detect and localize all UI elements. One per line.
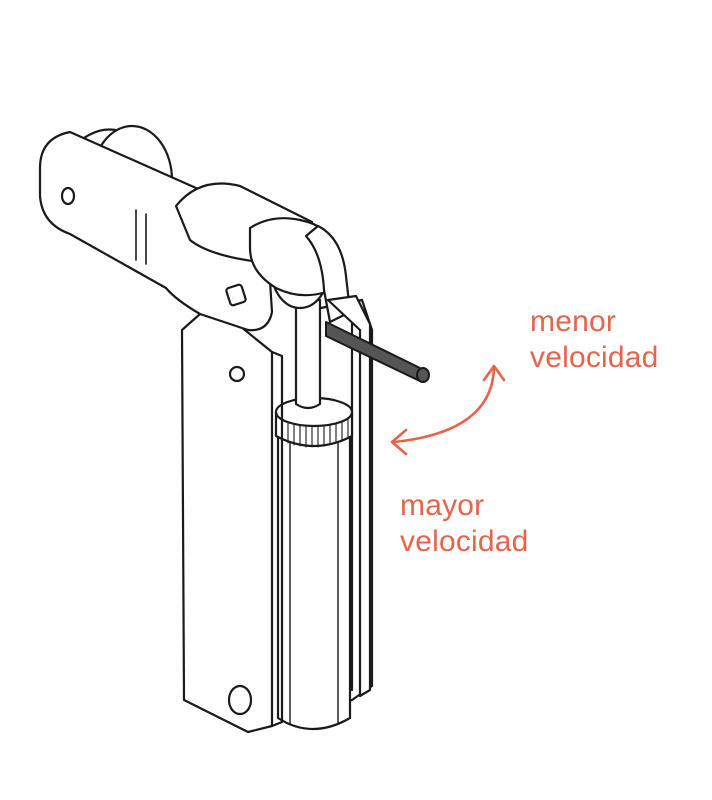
bracket-plate	[326, 294, 372, 698]
lever-square-hole	[225, 283, 247, 307]
plate-hole-bottom	[227, 684, 253, 716]
main-plate-side	[270, 350, 284, 728]
cylinder-body	[276, 428, 352, 730]
plate-hole-top	[228, 365, 246, 383]
slower-speed-label: menor velocidad	[530, 304, 659, 376]
cylinder-shade	[289, 435, 339, 725]
faster-speed-line1: mayor	[400, 489, 485, 522]
slower-speed-line1: menor	[530, 305, 617, 338]
slower-speed-line2: velocidad	[530, 341, 659, 374]
valve-stem	[294, 298, 322, 410]
double-headed-curved-arrow-icon	[390, 364, 506, 456]
lever-hole	[60, 186, 76, 206]
lever-arm-edge	[135, 209, 147, 265]
main-plate	[180, 312, 274, 734]
faster-speed-label: mayor velocidad	[400, 488, 529, 560]
lever-arm	[38, 130, 274, 332]
adjustment-pin	[325, 321, 430, 383]
faster-speed-line2: velocidad	[400, 525, 529, 558]
